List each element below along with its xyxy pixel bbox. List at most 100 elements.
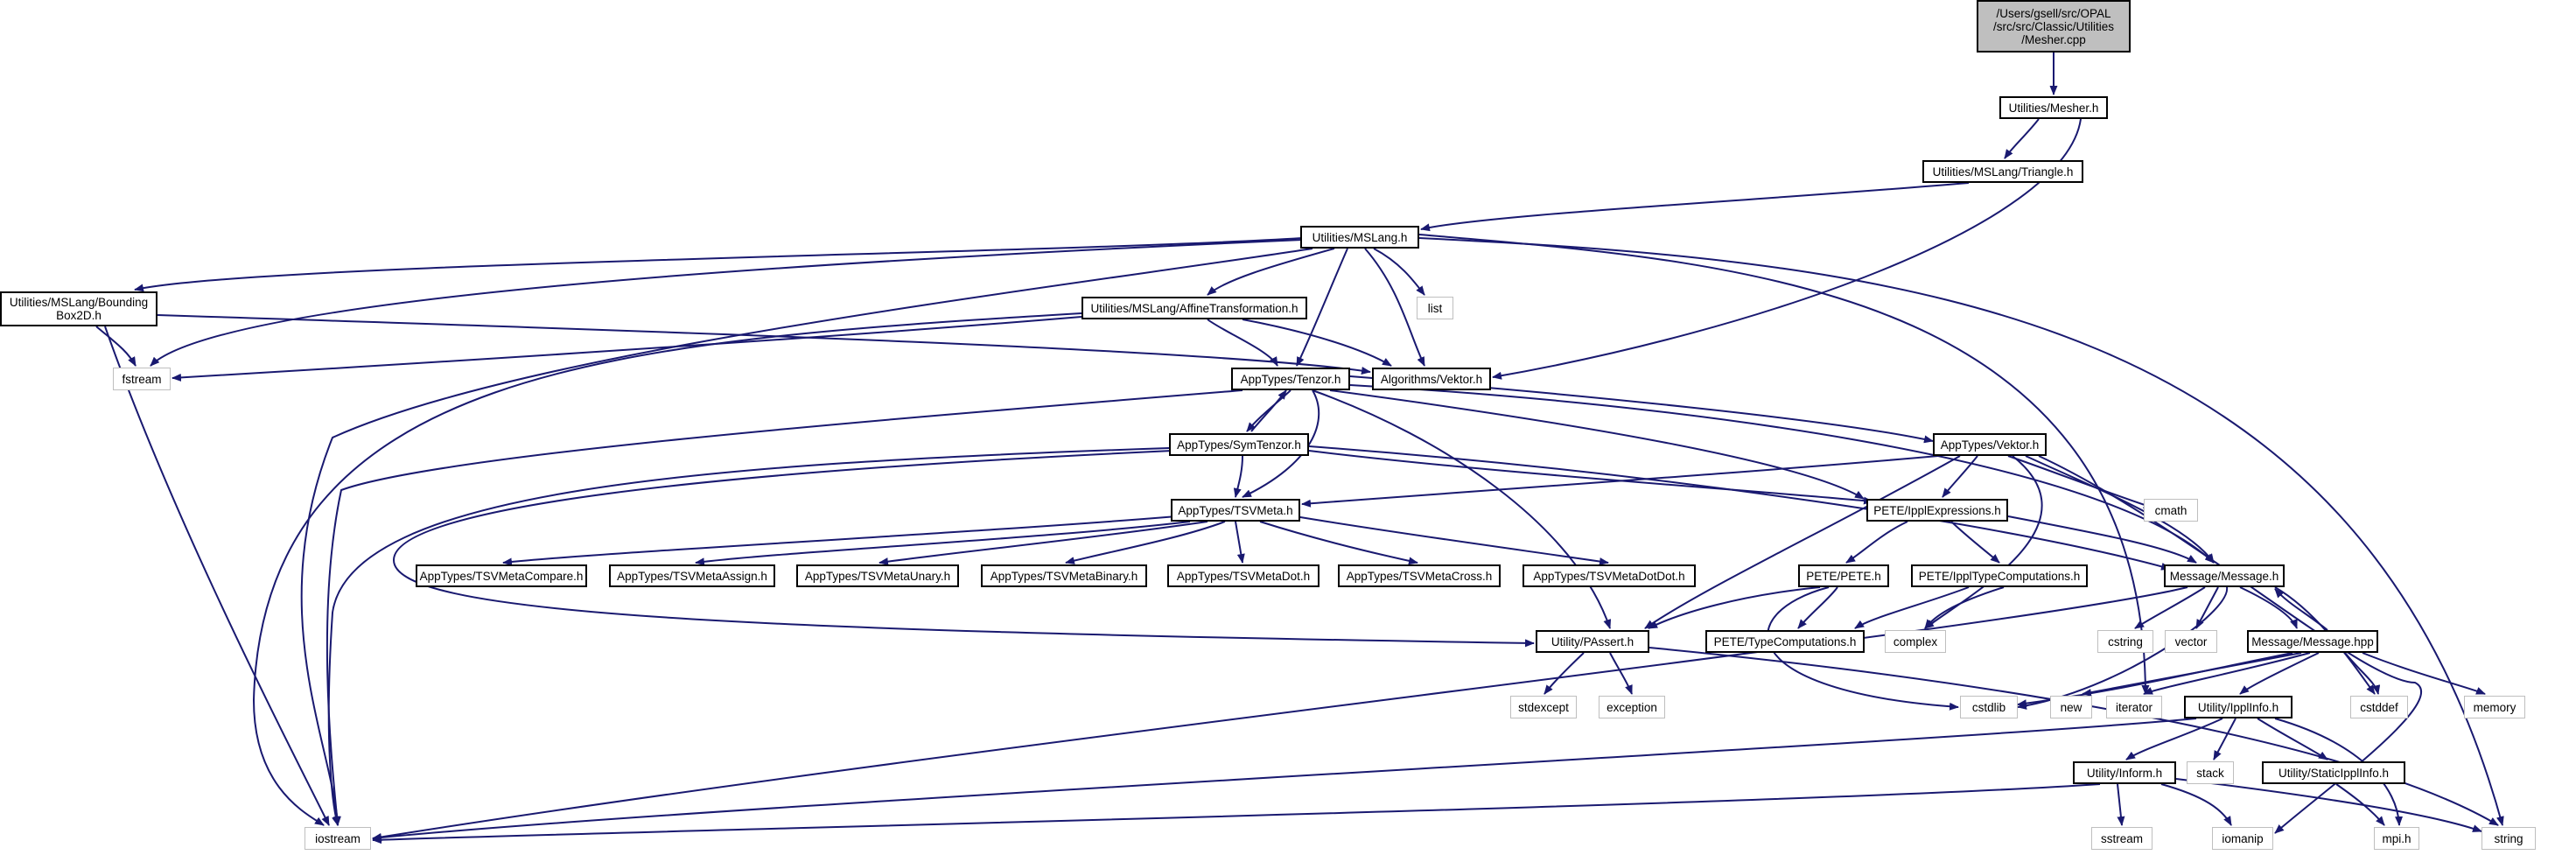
dependency-edge	[372, 586, 2188, 841]
node-pete-ipplexpressions-h[interactable]: PETE/IpplExpressions.h	[1866, 499, 2008, 522]
node-string: string	[2482, 827, 2536, 850]
dependency-edge	[1418, 237, 2504, 826]
dependency-edge	[2004, 118, 2040, 159]
dependency-edge	[1294, 515, 1609, 565]
dependency-edge	[1544, 652, 1585, 695]
dependency-edge	[2007, 515, 2197, 564]
node-utility-inform-h[interactable]: Utility/Inform.h	[2073, 761, 2176, 784]
dependency-edge	[1259, 521, 1418, 565]
dependency-edge	[1296, 248, 1348, 367]
dependency-edge	[2195, 586, 2219, 629]
node-mslang-triangle-h[interactable]: Utilities/MSLang/Triangle.h	[1922, 160, 2083, 183]
node-sstream: sstream	[2091, 827, 2152, 850]
dependency-edge	[2362, 652, 2486, 695]
dependency-edge	[372, 783, 2101, 844]
dependency-edge	[372, 718, 2197, 842]
dependency-edge	[300, 248, 1313, 826]
dependency-edge	[2117, 783, 2125, 826]
dependency-edge	[695, 521, 1191, 566]
node-tsvmetacompare-h[interactable]: AppTypes/TSVMetaCompare.h	[416, 564, 587, 587]
node-tsvmetadotdot-h[interactable]: AppTypes/TSVMetaDotDot.h	[1522, 564, 1696, 587]
dependency-edge	[252, 312, 1082, 826]
node-apptypes-vektor-h[interactable]: AppTypes/Vektor.h	[1933, 433, 2047, 456]
node-utility-ipplinfo-h[interactable]: Utility/IpplInfo.h	[2184, 696, 2292, 718]
node-utilities-mesher-h[interactable]: Utilities/Mesher.h	[1999, 96, 2108, 119]
dependency-edge	[1924, 586, 2005, 629]
node-tsvmetadot-h[interactable]: AppTypes/TSVMetaDot.h	[1167, 564, 1320, 587]
node-cmath: cmath	[2144, 499, 2198, 522]
node-stdexcept: stdexcept	[1510, 696, 1577, 718]
dependency-edge	[172, 316, 1082, 382]
node-mpi-h: mpi.h	[2374, 827, 2419, 850]
dependency-edge	[1242, 319, 1392, 367]
dependency-edge	[1246, 389, 1292, 432]
dependency-edge	[150, 239, 1303, 367]
node-list: list	[1417, 297, 1453, 319]
dependency-edge	[1329, 389, 1865, 500]
dependency-edge	[2257, 718, 2328, 760]
dependency-edge	[1242, 389, 1320, 498]
node-pete-ippltypecomputations-h[interactable]: PETE/IpplTypeComputations.h	[1911, 564, 2088, 587]
node-memory: memory	[2464, 696, 2525, 718]
node-utility-passert-h[interactable]: Utility/PAssert.h	[1536, 630, 1649, 653]
node-utilities-mslang-h[interactable]: Utilities/MSLang.h	[1300, 226, 1419, 249]
dependency-edge	[2239, 586, 2298, 629]
dependency-edge	[1797, 586, 1838, 629]
dependency-edge	[327, 447, 1170, 826]
node-fstream: fstream	[113, 368, 171, 390]
node-vector: vector	[2165, 630, 2217, 653]
dependency-edge	[392, 450, 1535, 648]
dependency-edge	[1648, 647, 2499, 826]
node-tsvmetaunary-h[interactable]: AppTypes/TSVMetaUnary.h	[796, 564, 959, 587]
node-message-message-hpp[interactable]: Message/Message.hpp	[2247, 630, 2378, 653]
dependency-edge	[1648, 586, 1821, 629]
dependency-edge	[2344, 652, 2381, 695]
node-tsvmetaassign-h[interactable]: AppTypes/TSVMetaAssign.h	[609, 564, 775, 587]
dependency-edge	[2160, 783, 2232, 826]
node-mesher-cpp: /Users/gsell/src/OPAL /src/src/Classic/U…	[1977, 0, 2131, 53]
dependency-edge	[2239, 652, 2320, 695]
node-stack: stack	[2187, 761, 2234, 784]
dependency-edge	[1373, 248, 1425, 296]
node-utility-staticipplinfo-h[interactable]: Utility/StaticIpplInfo.h	[2262, 761, 2405, 784]
dependency-edge	[2082, 652, 2302, 697]
node-iostream: iostream	[304, 827, 371, 850]
dependency-edge	[1308, 450, 1873, 505]
dependency-edge	[1250, 389, 1287, 432]
node-mslang-boundingbox2d-h[interactable]: Utilities/MSLang/Bounding Box2D.h	[0, 291, 158, 326]
dependency-edge	[1950, 521, 2000, 564]
dependency-edge	[1609, 652, 1633, 695]
dependency-edge	[2143, 652, 2311, 695]
dependency-edge	[2274, 588, 2328, 631]
dependency-edge	[1644, 455, 1961, 629]
node-complex: complex	[1885, 630, 1946, 653]
dependency-edge	[157, 314, 1371, 375]
node-tsvmetabinary-h[interactable]: AppTypes/TSVMetaBinary.h	[981, 564, 1147, 587]
node-mslang-affinetransformation-h[interactable]: Utilities/MSLang/AffineTransformation.h	[1082, 297, 1307, 319]
node-tsvmetacross-h[interactable]: AppTypes/TSVMetaCross.h	[1338, 564, 1501, 587]
dependency-edge	[1845, 521, 1908, 564]
node-cstddef: cstddef	[2350, 696, 2408, 718]
node-message-message-h[interactable]: Message/Message.h	[2164, 564, 2285, 587]
dependency-edge	[1854, 586, 1970, 629]
node-apptypes-tenzor-h[interactable]: AppTypes/Tenzor.h	[1231, 368, 1350, 390]
node-cstdlib: cstdlib	[1960, 696, 2018, 718]
node-cstring: cstring	[2097, 630, 2153, 653]
dependency-edge	[2007, 455, 2153, 509]
dependency-edge	[1418, 234, 2150, 695]
dependency-edge	[1065, 521, 1226, 564]
node-iterator: iterator	[2106, 696, 2162, 718]
node-pete-pete-h[interactable]: PETE/PETE.h	[1798, 564, 1889, 587]
node-iomanip: iomanip	[2212, 827, 2273, 850]
dependency-edge	[1233, 455, 1243, 498]
dependency-edge	[104, 326, 330, 826]
dependency-edge	[2335, 783, 2385, 826]
node-algorithms-vektor-h[interactable]: Algorithms/Vektor.h	[1372, 368, 1491, 390]
node-pete-typecomputations-h[interactable]: PETE/TypeComputations.h	[1705, 630, 1865, 653]
dependency-edge	[134, 237, 1303, 292]
node-apptypes-symtenzor-h[interactable]: AppTypes/SymTenzor.h	[1169, 433, 1309, 456]
node-new: new	[2050, 696, 2092, 718]
node-apptypes-tsvmeta-h[interactable]: AppTypes/TSVMeta.h	[1171, 499, 1300, 522]
dependency-edge	[2125, 718, 2223, 760]
dependency-edge	[1235, 521, 1245, 564]
